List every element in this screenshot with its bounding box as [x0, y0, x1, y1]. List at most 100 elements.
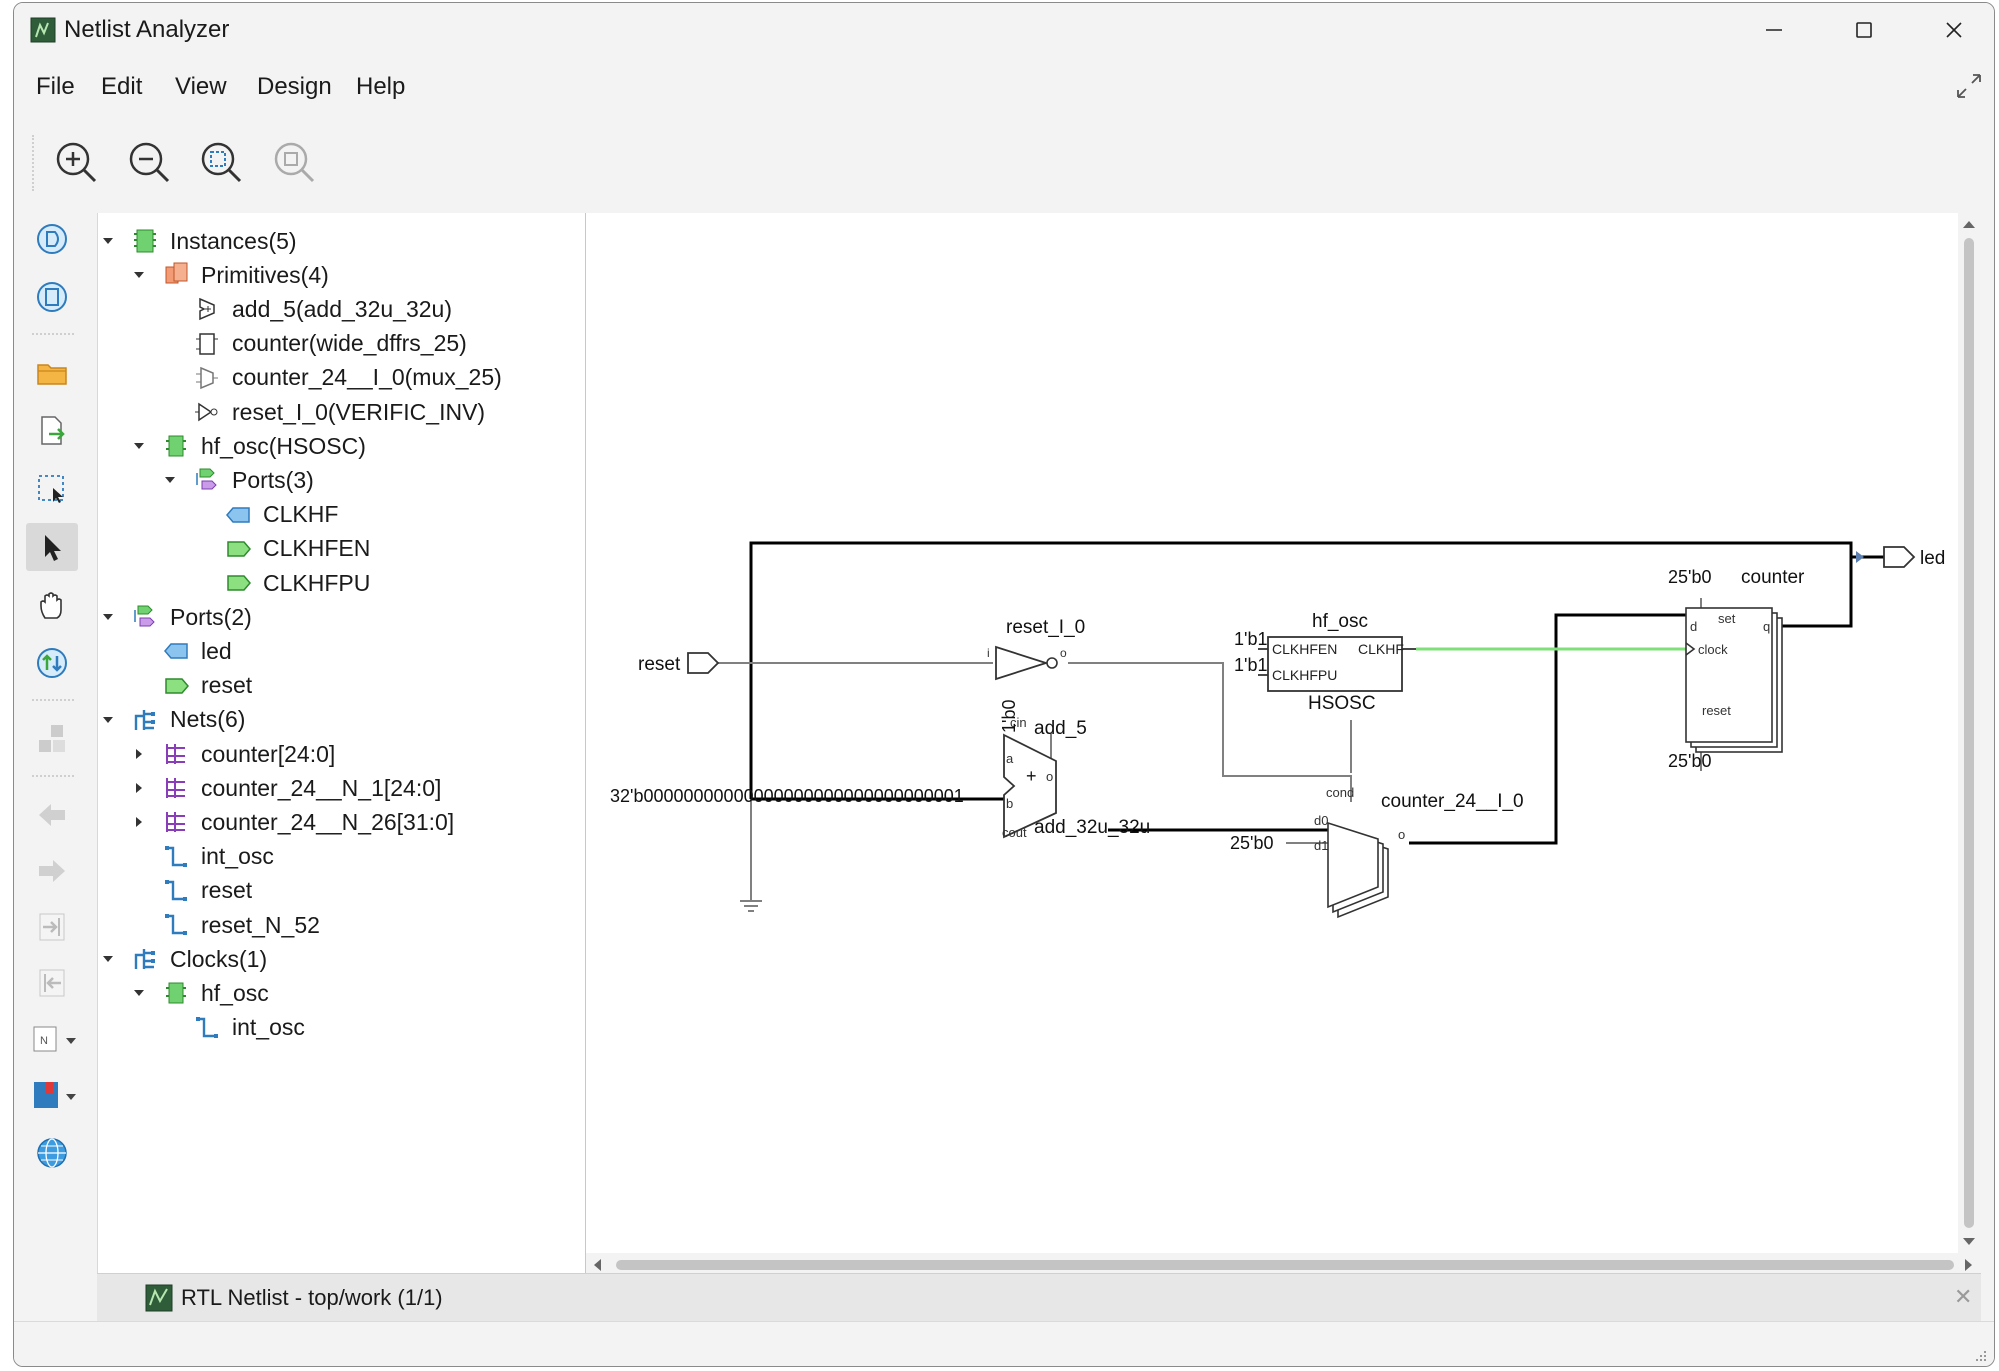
tree-item[interactable]: CLKHF: [225, 495, 338, 535]
mux-counter-24-I-0[interactable]: counter_24__I_0 cond d0 d1 o 25'b0: [1230, 785, 1524, 919]
expand-button[interactable]: [26, 903, 78, 951]
counter-feedback-wire[interactable]: [749, 541, 1853, 799]
tree-item[interactable]: counter_24__N_26[31:0]: [136, 802, 454, 842]
schematic-canvas[interactable]: reset led reset_I_0 i o: [586, 213, 1980, 1273]
tree-item[interactable]: CLKHFEN: [225, 529, 370, 569]
menu-help[interactable]: Help: [356, 73, 406, 100]
tree-item[interactable]: Ports(2): [103, 597, 252, 637]
counter-register[interactable]: counter set d q clock reset 25'b0 25'b0: [1668, 567, 1805, 771]
collapse-button[interactable]: [26, 959, 78, 1007]
scroll-up-icon[interactable]: [1958, 215, 1980, 235]
inverter-pin-i: i: [987, 646, 990, 660]
web-help-button[interactable]: [26, 1129, 78, 1177]
scroll-left-icon[interactable]: [588, 1253, 608, 1277]
tree-item[interactable]: reset: [163, 666, 252, 706]
side-toolbar-separator: [32, 775, 74, 777]
window-title: Netlist Analyzer: [64, 16, 230, 43]
zoom-in-icon: [56, 142, 97, 183]
scroll-down-icon[interactable]: [1958, 1231, 1980, 1251]
bookmark-dropdown[interactable]: [26, 1071, 86, 1119]
push-pop-button[interactable]: [26, 639, 78, 687]
expand-arrow-icon[interactable]: [129, 983, 149, 1003]
minimize-button[interactable]: [1729, 3, 1819, 57]
tree-item[interactable]: Ports(3): [165, 460, 314, 500]
vertical-scrollbar[interactable]: [1958, 213, 1980, 1253]
chip-view-button[interactable]: [26, 273, 78, 321]
reset-port[interactable]: reset: [638, 652, 720, 675]
ports-icon: [194, 466, 222, 494]
pointer-icon: [45, 535, 61, 561]
tree-item[interactable]: add_5(add_32u_32u): [194, 289, 452, 329]
back-button[interactable]: [26, 791, 78, 839]
tree-item[interactable]: reset: [163, 871, 252, 911]
schematic-view-button[interactable]: [26, 215, 78, 263]
tree-item[interactable]: hf_osc(HSOSC): [134, 426, 366, 466]
zoom-in-button[interactable]: [49, 135, 105, 191]
forward-button[interactable]: [26, 847, 78, 895]
tree-item[interactable]: Primitives(4): [134, 255, 329, 295]
tree-item[interactable]: int_osc: [194, 1008, 305, 1048]
adder-pin-cout: cout: [1002, 825, 1027, 840]
tree-item[interactable]: led: [163, 631, 232, 671]
toolbar-separator: [32, 135, 36, 191]
tree-item[interactable]: reset_I_0(VERIFIC_INV): [194, 392, 485, 432]
input-port-icon: [163, 672, 191, 700]
expand-arrow-icon[interactable]: [129, 436, 149, 456]
export-button[interactable]: [26, 407, 78, 455]
adder-add-5[interactable]: add_5 add_32u_32u cin a b cout o + 1'b0 …: [610, 700, 1150, 840]
chip-view-icon: [37, 282, 67, 312]
inverter-reset-I-0[interactable]: reset_I_0 i o: [987, 617, 1085, 681]
tree-item[interactable]: Nets(6): [103, 700, 245, 740]
maximize-button[interactable]: [1819, 3, 1909, 57]
tab-close-icon[interactable]: ✕: [1954, 1284, 1973, 1309]
tree-item[interactable]: counter_24__I_0(mux_25): [194, 358, 502, 398]
app-window: Netlist Analyzer File Edit View Design H…: [13, 2, 1995, 1367]
push-pop-icon: [37, 648, 67, 678]
pan-button[interactable]: [26, 581, 78, 629]
hierarchy-button[interactable]: [26, 715, 78, 763]
collapse-arrow-icon[interactable]: [129, 744, 149, 764]
expand-arrow-icon[interactable]: [98, 710, 118, 730]
tree-item[interactable]: counter[24:0]: [136, 734, 335, 774]
tree-item[interactable]: counter_24__N_1[24:0]: [136, 768, 441, 808]
expand-arrow-icon[interactable]: [98, 607, 118, 627]
expand-arrow-icon[interactable]: [98, 231, 118, 251]
zoom-fit-button[interactable]: [194, 135, 250, 191]
primitives-icon: [163, 261, 191, 289]
close-button[interactable]: [1909, 3, 1994, 57]
open-button[interactable]: [26, 349, 78, 397]
resize-grip-icon[interactable]: [1972, 1347, 1988, 1363]
fullscreen-icon[interactable]: [1954, 71, 1984, 101]
tree-item[interactable]: CLKHFPU: [225, 563, 370, 603]
expand-arrow-icon[interactable]: [98, 949, 118, 969]
expand-arrow-icon[interactable]: [160, 470, 180, 490]
collapse-arrow-icon[interactable]: [129, 778, 149, 798]
menu-file[interactable]: File: [36, 73, 75, 100]
expand-arrow-icon[interactable]: [129, 265, 149, 285]
select-region-button[interactable]: [26, 465, 78, 513]
tree-item[interactable]: hf_osc: [134, 973, 269, 1013]
tree-item[interactable]: Instances(5): [103, 221, 297, 261]
zoom-selection-button[interactable]: [267, 135, 323, 191]
tree-item[interactable]: int_osc: [163, 837, 274, 877]
cond-wire[interactable]: [1068, 662, 1352, 802]
menu-view[interactable]: View: [175, 73, 227, 100]
inverter-name: reset_I_0: [1006, 617, 1085, 638]
horizontal-scroll-thumb[interactable]: [616, 1260, 1954, 1270]
tree-item[interactable]: reset_N_52: [163, 905, 320, 945]
led-port[interactable]: led: [1856, 546, 1945, 569]
select-pointer-button[interactable]: [26, 523, 78, 571]
mux-o-wire[interactable]: [1409, 613, 1688, 845]
scroll-right-icon[interactable]: [1958, 1253, 1978, 1277]
hf-osc-const-1: 1'b1: [1234, 629, 1267, 649]
tree-item[interactable]: counter(wide_dffrs_25): [194, 324, 467, 364]
menu-edit[interactable]: Edit: [101, 73, 143, 100]
collapse-arrow-icon[interactable]: [129, 812, 149, 832]
menu-design[interactable]: Design: [257, 73, 332, 100]
tree-item[interactable]: Clocks(1): [103, 939, 267, 979]
document-tab[interactable]: RTL Netlist - top/work (1/1) ✕: [97, 1273, 1981, 1322]
hf-osc-block[interactable]: hf_osc HSOSC CLKHFEN CLKHFPU CLKHF 1'b1 …: [1234, 611, 1416, 714]
zoom-out-button[interactable]: [122, 135, 178, 191]
vertical-scroll-thumb[interactable]: [1964, 238, 1974, 1228]
net-name-dropdown[interactable]: N: [26, 1015, 86, 1063]
